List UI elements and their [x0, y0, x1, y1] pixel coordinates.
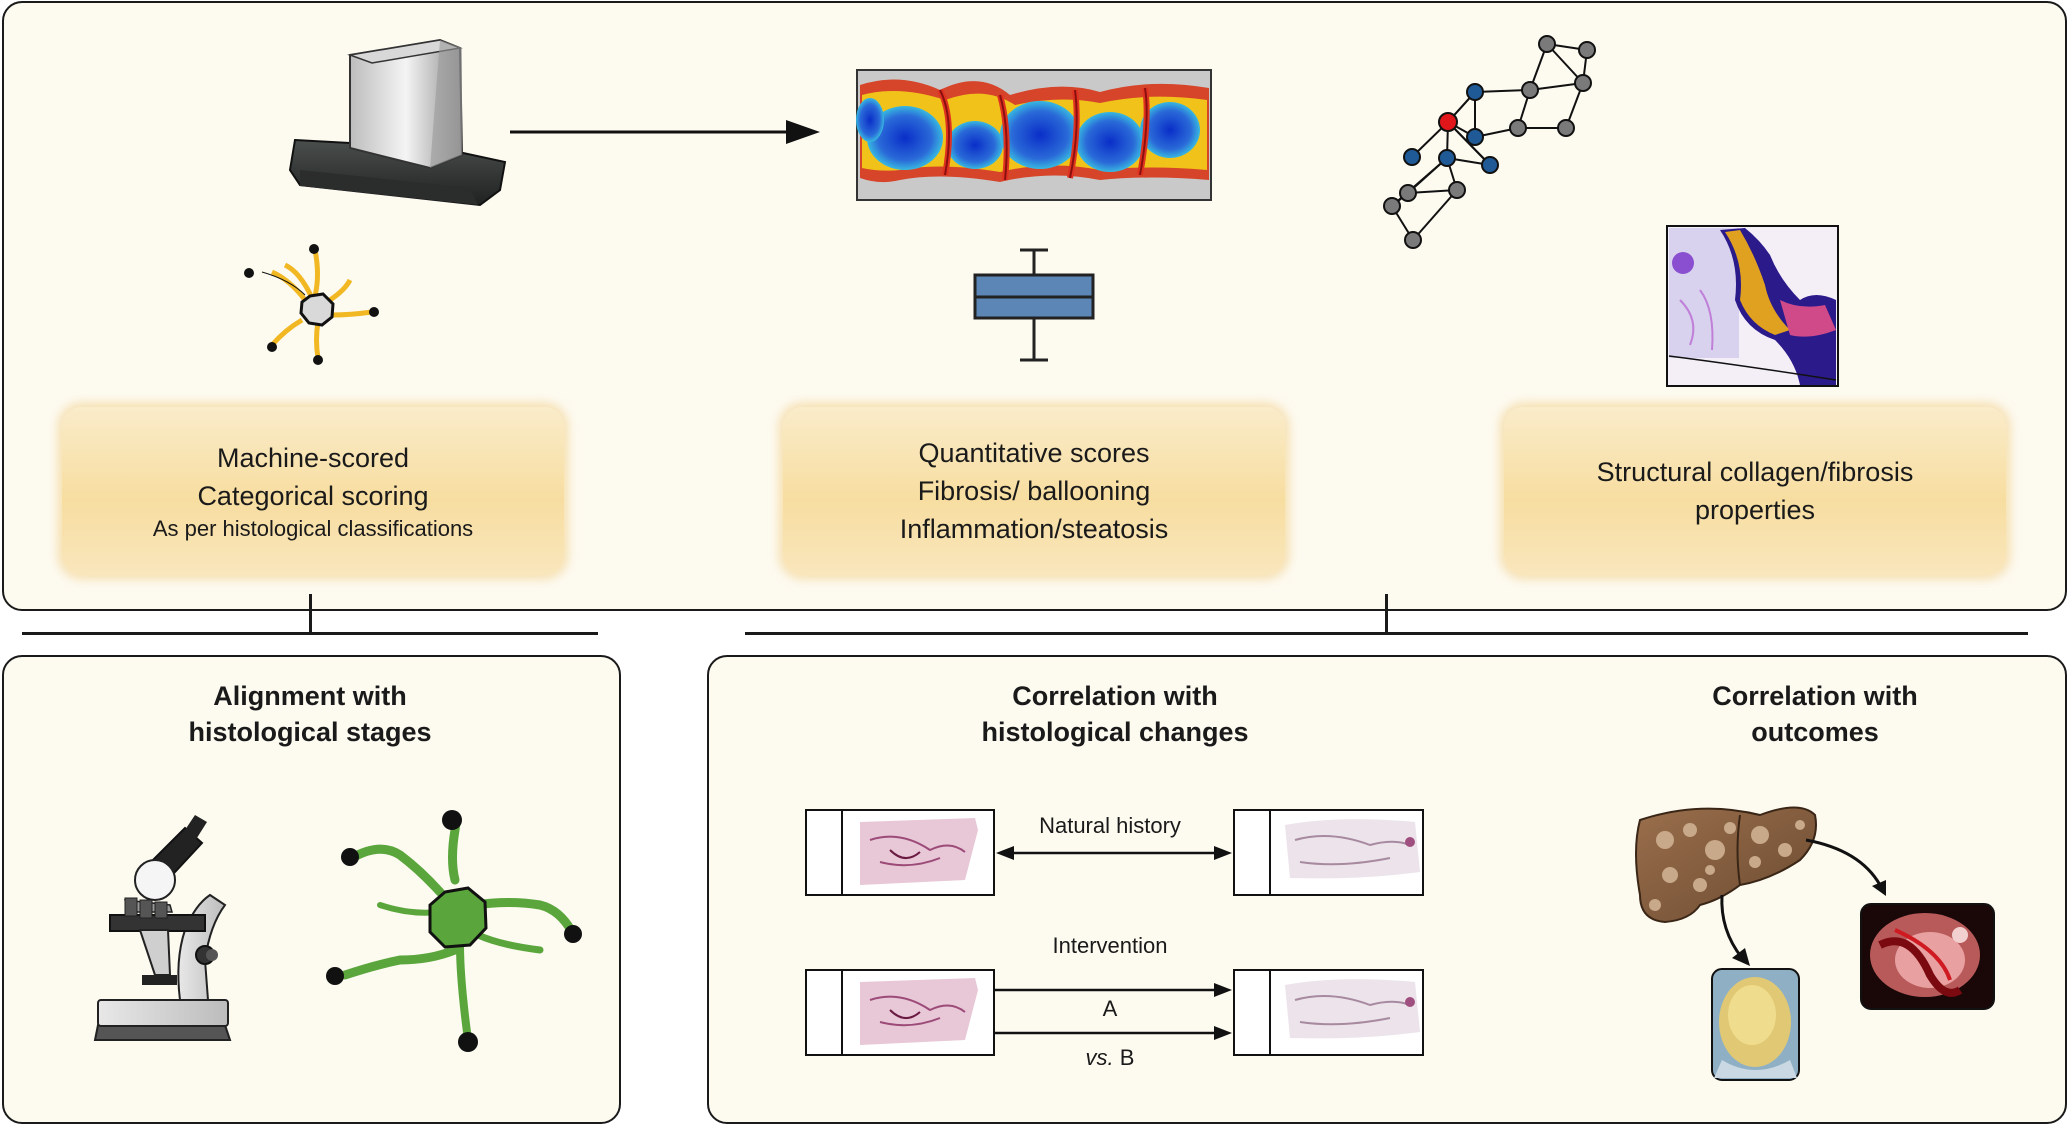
quantitative-scores-box: Quantitative scores Fibrosis/ ballooning… [783, 407, 1285, 575]
inflammation-steatosis-text: Inflammation/steatosis [899, 514, 1169, 544]
connector-tick-right [1385, 594, 1388, 632]
histological-changes-heading-line1: Correlation with [1012, 681, 1218, 711]
outcomes-heading-line2: outcomes [1751, 717, 1879, 747]
connector-rule-right [745, 632, 2028, 635]
network-graph-icon [1383, 35, 1596, 249]
structural-collagen-text: Structural collagen/fibrosis [1596, 457, 1914, 487]
small-cell-icon [244, 244, 379, 365]
slide-before-natural [805, 809, 995, 896]
arm-a-label: A [1102, 996, 1118, 1021]
arrow-right-icon [510, 120, 820, 144]
connector-rule-left [22, 632, 598, 635]
natural-history-label: Natural history [1039, 813, 1181, 838]
machine-scored-box: Machine-scored Categorical scoring As pe… [62, 407, 564, 575]
heatmap-image [856, 69, 1212, 201]
structural-properties-box: Structural collagen/fibrosis properties [1504, 407, 2006, 575]
fibrosis-ballooning-text: Fibrosis/ ballooning [917, 476, 1151, 506]
stellate-cell-icon [326, 810, 582, 1052]
ascites-photo [1711, 968, 1800, 1081]
properties-text: properties [1694, 495, 1816, 525]
outcome-arrows [1720, 838, 1886, 966]
slide-before-intervention [805, 969, 995, 1056]
liver-icon [1635, 806, 1817, 924]
alignment-heading-line1: Alignment with [213, 681, 407, 711]
outcomes-heading-line1: Correlation with [1712, 681, 1918, 711]
histological-changes-heading: Correlation with histological changes [915, 678, 1315, 750]
intervention-label: Intervention [1052, 933, 1168, 958]
slide-after-natural [1233, 809, 1424, 896]
endoscopy-photo [1860, 903, 1995, 1010]
alignment-panel [2, 655, 621, 1124]
quantitative-scores-text: Quantitative scores [918, 438, 1150, 468]
microscope-icon [93, 815, 232, 1041]
alignment-heading: Alignment with histological stages [110, 678, 510, 750]
arm-b-text: B [1119, 1045, 1135, 1070]
arm-vs-b-label: vs. B [1030, 1045, 1190, 1071]
slide-scanner-icon [288, 38, 507, 207]
outcomes-heading: Correlation with outcomes [1615, 678, 2015, 750]
alignment-heading-line2: histological stages [188, 717, 432, 747]
boxplot-icon [973, 248, 1095, 362]
intervention-arrows [994, 983, 1232, 1040]
connector-tick-left [309, 594, 312, 632]
histological-changes-heading-line2: histological changes [981, 717, 1249, 747]
slide-after-intervention [1233, 969, 1424, 1056]
natural-history-arrow [996, 846, 1232, 860]
categorical-scoring-text: Categorical scoring [197, 481, 429, 511]
machine-scored-text: Machine-scored [216, 443, 410, 473]
vs-text: vs. [1085, 1045, 1114, 1070]
histological-classifications-text: As per histological classifications [152, 516, 474, 541]
collagen-image [1666, 225, 1839, 387]
